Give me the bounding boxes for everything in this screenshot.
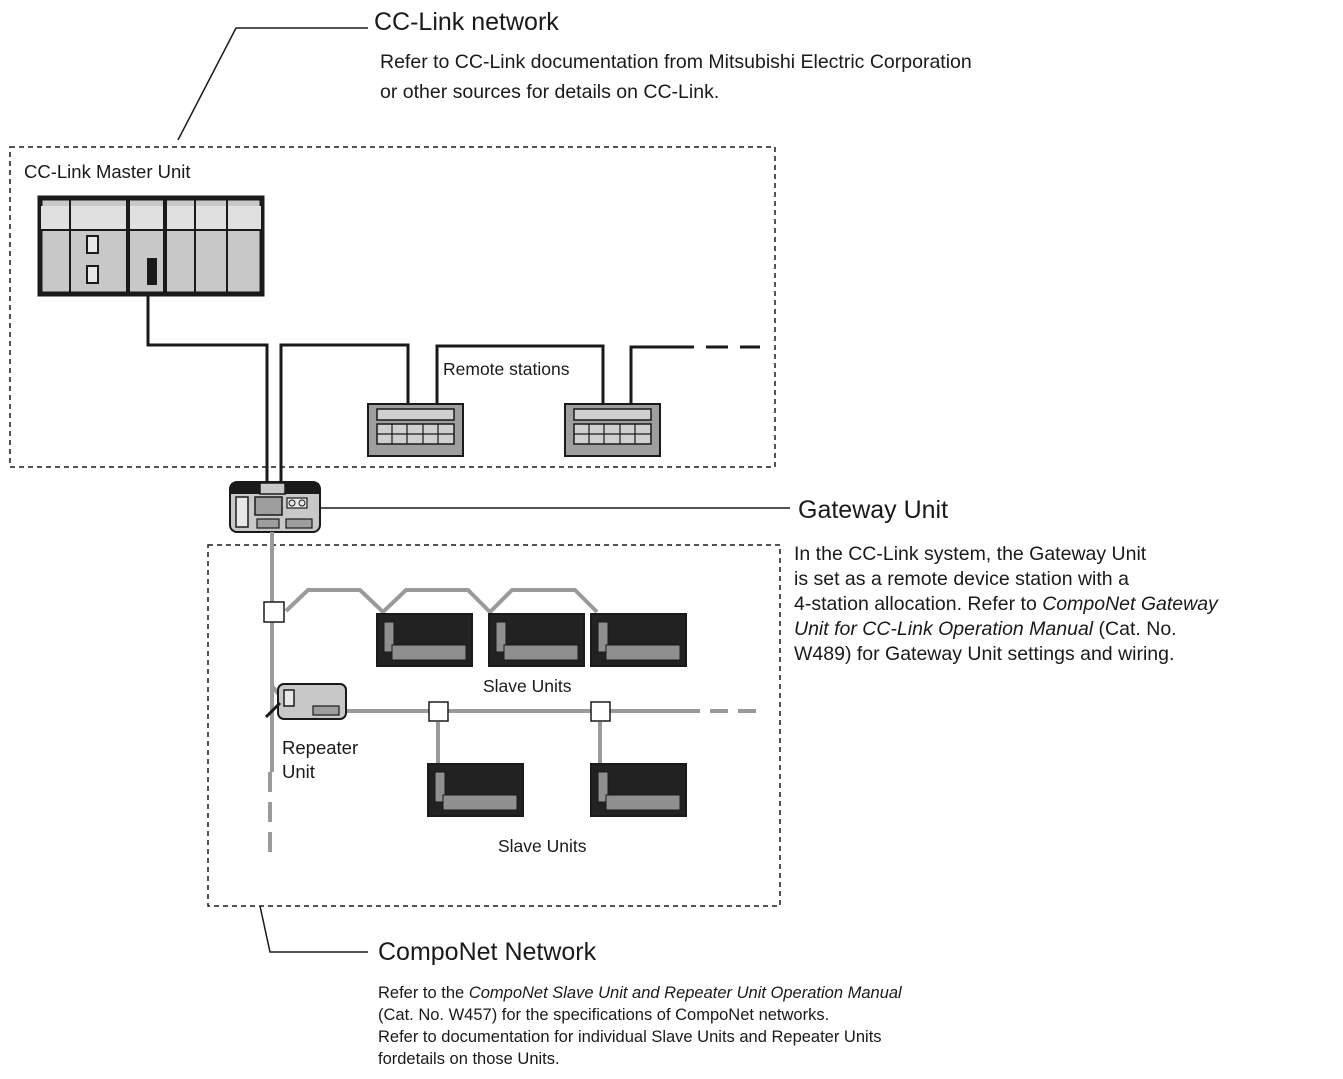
remote-stations-label: Remote stations: [443, 359, 570, 379]
cc-link-master-unit: [37, 195, 265, 297]
slave-unit-5: [590, 763, 687, 817]
slave-unit-1: [376, 613, 473, 667]
componet-note-line-1: Refer to the CompoNet Slave Unit and Rep…: [378, 983, 902, 1004]
cc-link-cable-remote-2: [435, 344, 605, 404]
componet-region: [207, 544, 781, 907]
slave-unit-4: [427, 763, 524, 817]
repeater-unit-label-line-1: Repeater: [282, 737, 359, 758]
componet-note-line-1-text: Refer to the: [378, 984, 469, 1002]
gateway-desc-line-4-manual: Unit for CC-Link Operation Manual: [794, 618, 1094, 640]
repeater-unit-label-line-2: Unit: [282, 761, 315, 782]
componet-note-line-4: fordetails on those Units.: [378, 1050, 560, 1068]
gateway-desc-line-4: Unit for CC-Link Operation Manual (Cat. …: [794, 617, 1177, 641]
gateway-desc-line-3-text: 4-station allocation. Refer to: [794, 593, 1043, 615]
cc-link-cable-remote-1: [279, 343, 410, 483]
gateway-desc-line-3-manual: CompoNet Gateway: [1042, 593, 1218, 615]
cc-link-cable-master: [146, 294, 269, 483]
t-branch-2: [428, 701, 449, 722]
gateway-desc-line-1: In the CC-Link system, the Gateway Unit: [794, 543, 1147, 565]
cc-link-cable-continue: [629, 345, 672, 404]
cc-link-note-line-2: or other sources for details on CC-Link.: [380, 81, 720, 103]
gateway-unit: [229, 481, 321, 533]
gateway-desc-line-2: is set as a remote device station with a: [794, 568, 1129, 590]
cc-link-note-line-1: Refer to CC-Link documentation from Mits…: [380, 51, 972, 73]
componet-note-line-3: Refer to documentation for individual Sl…: [378, 1028, 882, 1046]
t-branch-1: [263, 601, 285, 623]
gateway-desc-line-5: W489) for Gateway Unit settings and wiri…: [794, 643, 1175, 665]
cc-link-network-title: CC-Link network: [374, 8, 559, 36]
componet-leader-line: [259, 905, 368, 953]
componet-network-title: CompoNet Network: [378, 938, 597, 966]
gateway-desc-line-4-text: (Cat. No.: [1093, 618, 1177, 640]
remote-station-2: [564, 403, 661, 457]
remote-station-1: [367, 403, 464, 457]
gateway-unit-title: Gateway Unit: [798, 496, 949, 524]
slave-units-label-lower: Slave Units: [498, 836, 587, 856]
repeater-unit: [264, 683, 347, 720]
componet-note-line-1-manual: CompoNet Slave Unit and Repeater Unit Op…: [468, 984, 902, 1002]
cc-link-region: [9, 146, 776, 468]
slave-unit-3: [590, 613, 687, 667]
slave-units-label-upper: Slave Units: [483, 676, 572, 696]
cc-link-master-unit-label: CC-Link Master Unit: [24, 161, 191, 182]
t-branch-3: [590, 701, 611, 722]
gateway-desc-line-3: 4-station allocation. Refer to CompoNet …: [794, 592, 1218, 616]
slave-unit-2: [488, 613, 585, 667]
componet-branch-1: [284, 588, 599, 615]
componet-note-line-2: (Cat. No. W457) for the specifications o…: [378, 1006, 830, 1024]
cc-link-leader-line: [177, 27, 368, 141]
